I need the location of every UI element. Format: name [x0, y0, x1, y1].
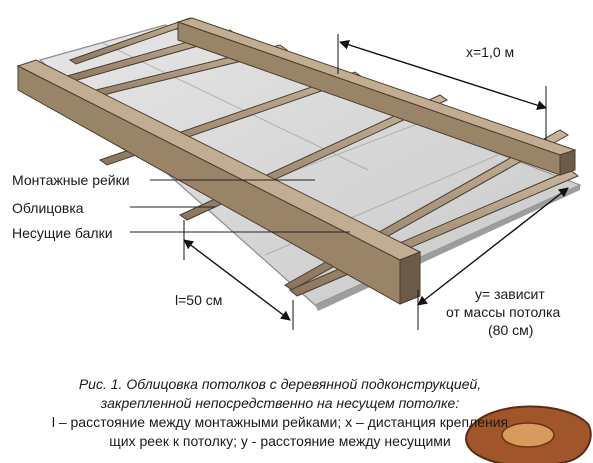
y-dimension-label-line2: от массы потолка	[446, 304, 561, 320]
beams-label: Несущие балки	[12, 225, 113, 241]
y-dimension-label-line3: (80 см)	[488, 322, 534, 338]
figure-caption-line1: Рис. 1. Облицовка потолков с деревянной …	[78, 376, 482, 392]
watermark-stamp	[465, 405, 592, 463]
l-dimension-label: l=50 см	[175, 292, 223, 308]
battens-label: Монтажные рейки	[12, 172, 130, 188]
dimension-lines	[183, 34, 569, 330]
figure-caption-line2: закрепленной непосредственно на несущем …	[100, 395, 460, 411]
figure-caption-line4: щих реек к потолку; y - расстояние между…	[109, 433, 451, 449]
cladding-label: Облицовка	[12, 200, 84, 216]
figure-caption-line3: l – расстояние между монтажными рейками;…	[51, 414, 509, 430]
x-dimension-label: x=1,0 м	[466, 44, 515, 60]
leader-lines	[130, 179, 350, 233]
y-dimension-label-line1: y= зависит	[475, 286, 545, 302]
